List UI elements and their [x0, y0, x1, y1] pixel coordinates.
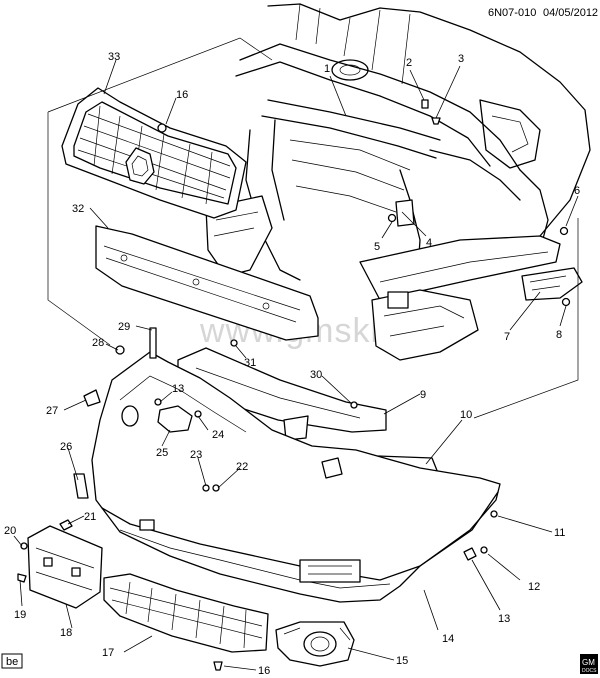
diagram-date: 04/05/2012	[543, 7, 598, 19]
callout-9: 9	[420, 389, 426, 401]
callout-16-upper: 16	[176, 89, 188, 101]
footer-tag: be	[1, 653, 23, 669]
callout-6: 6	[574, 185, 580, 197]
callout-2: 2	[406, 57, 412, 69]
diagram-code: 6N07-010	[488, 7, 536, 19]
callout-12: 12	[528, 581, 540, 593]
callout-28: 28	[92, 337, 104, 349]
guide-lines	[47, 37, 579, 419]
callout-17: 17	[102, 647, 114, 659]
callout-20: 20	[4, 525, 16, 537]
callout-4: 4	[426, 237, 432, 249]
callout-10: 10	[460, 409, 472, 421]
callout-14: 14	[442, 633, 454, 645]
radiator-grille	[61, 87, 247, 219]
callout-22: 22	[236, 461, 248, 473]
callout-29: 29	[118, 321, 130, 333]
callout-24: 24	[212, 429, 224, 441]
lower-grille	[103, 573, 269, 671]
callout-8: 8	[556, 329, 562, 341]
callout-5: 5	[374, 241, 380, 253]
callout-1: 1	[324, 63, 330, 75]
callout-25: 25	[156, 447, 168, 459]
callout-19: 19	[14, 609, 26, 621]
callout-26: 26	[60, 441, 72, 453]
callout-15: 15	[396, 655, 408, 667]
callout-3: 3	[458, 53, 464, 65]
fasteners-and-clips	[73, 327, 498, 561]
callout-27: 27	[46, 405, 58, 417]
gm-logo-top: GM	[582, 658, 595, 667]
gm-logo-bottom: DOCS	[582, 668, 597, 674]
callout-16-lower: 16	[258, 665, 270, 677]
callout-23: 23	[190, 449, 202, 461]
callout-18: 18	[60, 627, 72, 639]
callout-30: 30	[310, 369, 322, 381]
footer-tag-text: be	[6, 656, 18, 668]
fog-lamp-bezel	[275, 621, 355, 667]
callout-32: 32	[72, 203, 84, 215]
callout-31: 31	[244, 357, 256, 369]
upper-tie-bar	[95, 225, 319, 347]
front-bumper-fascia	[91, 351, 501, 603]
front-body-structure	[205, 3, 591, 361]
callout-11: 11	[554, 527, 565, 539]
callout-7: 7	[504, 331, 510, 343]
callout-labels: 1 2 3 4 5 6 7 8 9 10 11 12 13 13 14 15 1…	[4, 51, 580, 677]
callout-21: 21	[84, 511, 96, 523]
gm-logo: GM DOCS	[580, 654, 598, 674]
callout-13-lower: 13	[498, 613, 510, 625]
license-plate-bracket	[17, 519, 103, 609]
leader-lines	[13, 59, 579, 671]
callout-13-upper: 13	[172, 383, 184, 395]
callout-33: 33	[108, 51, 120, 63]
